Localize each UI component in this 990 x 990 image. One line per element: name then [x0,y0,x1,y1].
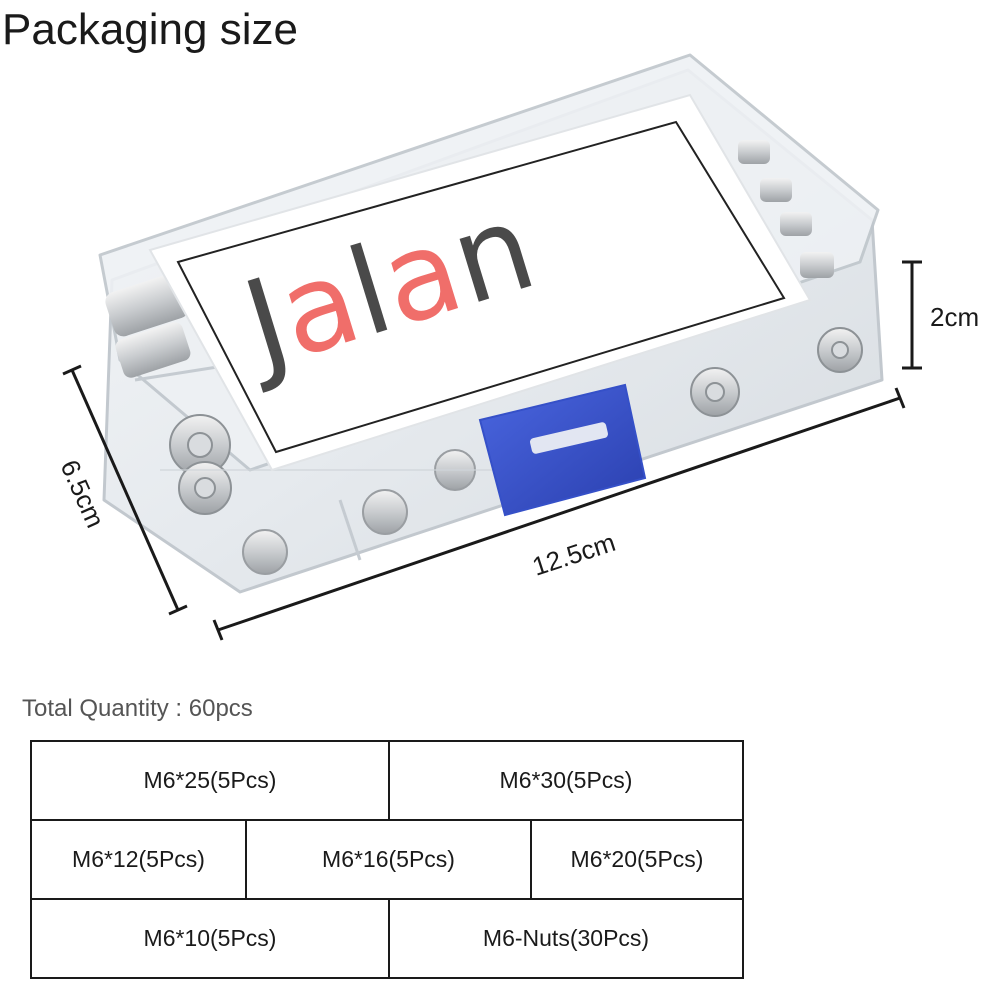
table-cell: M6-Nuts(30Pcs) [482,925,650,951]
table-cell: M6*20(5Pcs) [570,846,704,872]
table-row: M6*25(5Pcs) M6*30(5Pcs) [32,742,742,821]
table-cell: M6*30(5Pcs) [499,767,633,793]
width-label: 6.5cm [55,455,111,532]
table-cell: M6*25(5Pcs) [32,742,390,819]
page-title: Packaging size [2,5,298,54]
product-photo: Jalan 2cm 6.5cm 12.5cm [55,53,979,641]
table-cell: M6*16(5Pcs) [247,821,532,898]
table-cell: M6*12(5Pcs) [32,821,247,898]
height-label: 2cm [930,302,979,332]
brand-label: Jalan [148,93,812,472]
spec-table: M6*25(5Pcs) M6*30(5Pcs) M6*12(5Pcs) M6*1… [30,740,744,979]
table-cell: M6*10(5Pcs) [32,900,390,977]
table-row: M6*12(5Pcs) M6*16(5Pcs) M6*20(5Pcs) [32,821,742,900]
total-quantity: Total Quantity : 60pcs [22,695,253,722]
height-dimension: 2cm [902,260,979,370]
box-latch [478,383,647,517]
length-label: 12.5cm [529,527,619,582]
hardware-contents [105,140,863,575]
table-row: M6*10(5Pcs) M6-Nuts(30Pcs) [32,900,742,977]
